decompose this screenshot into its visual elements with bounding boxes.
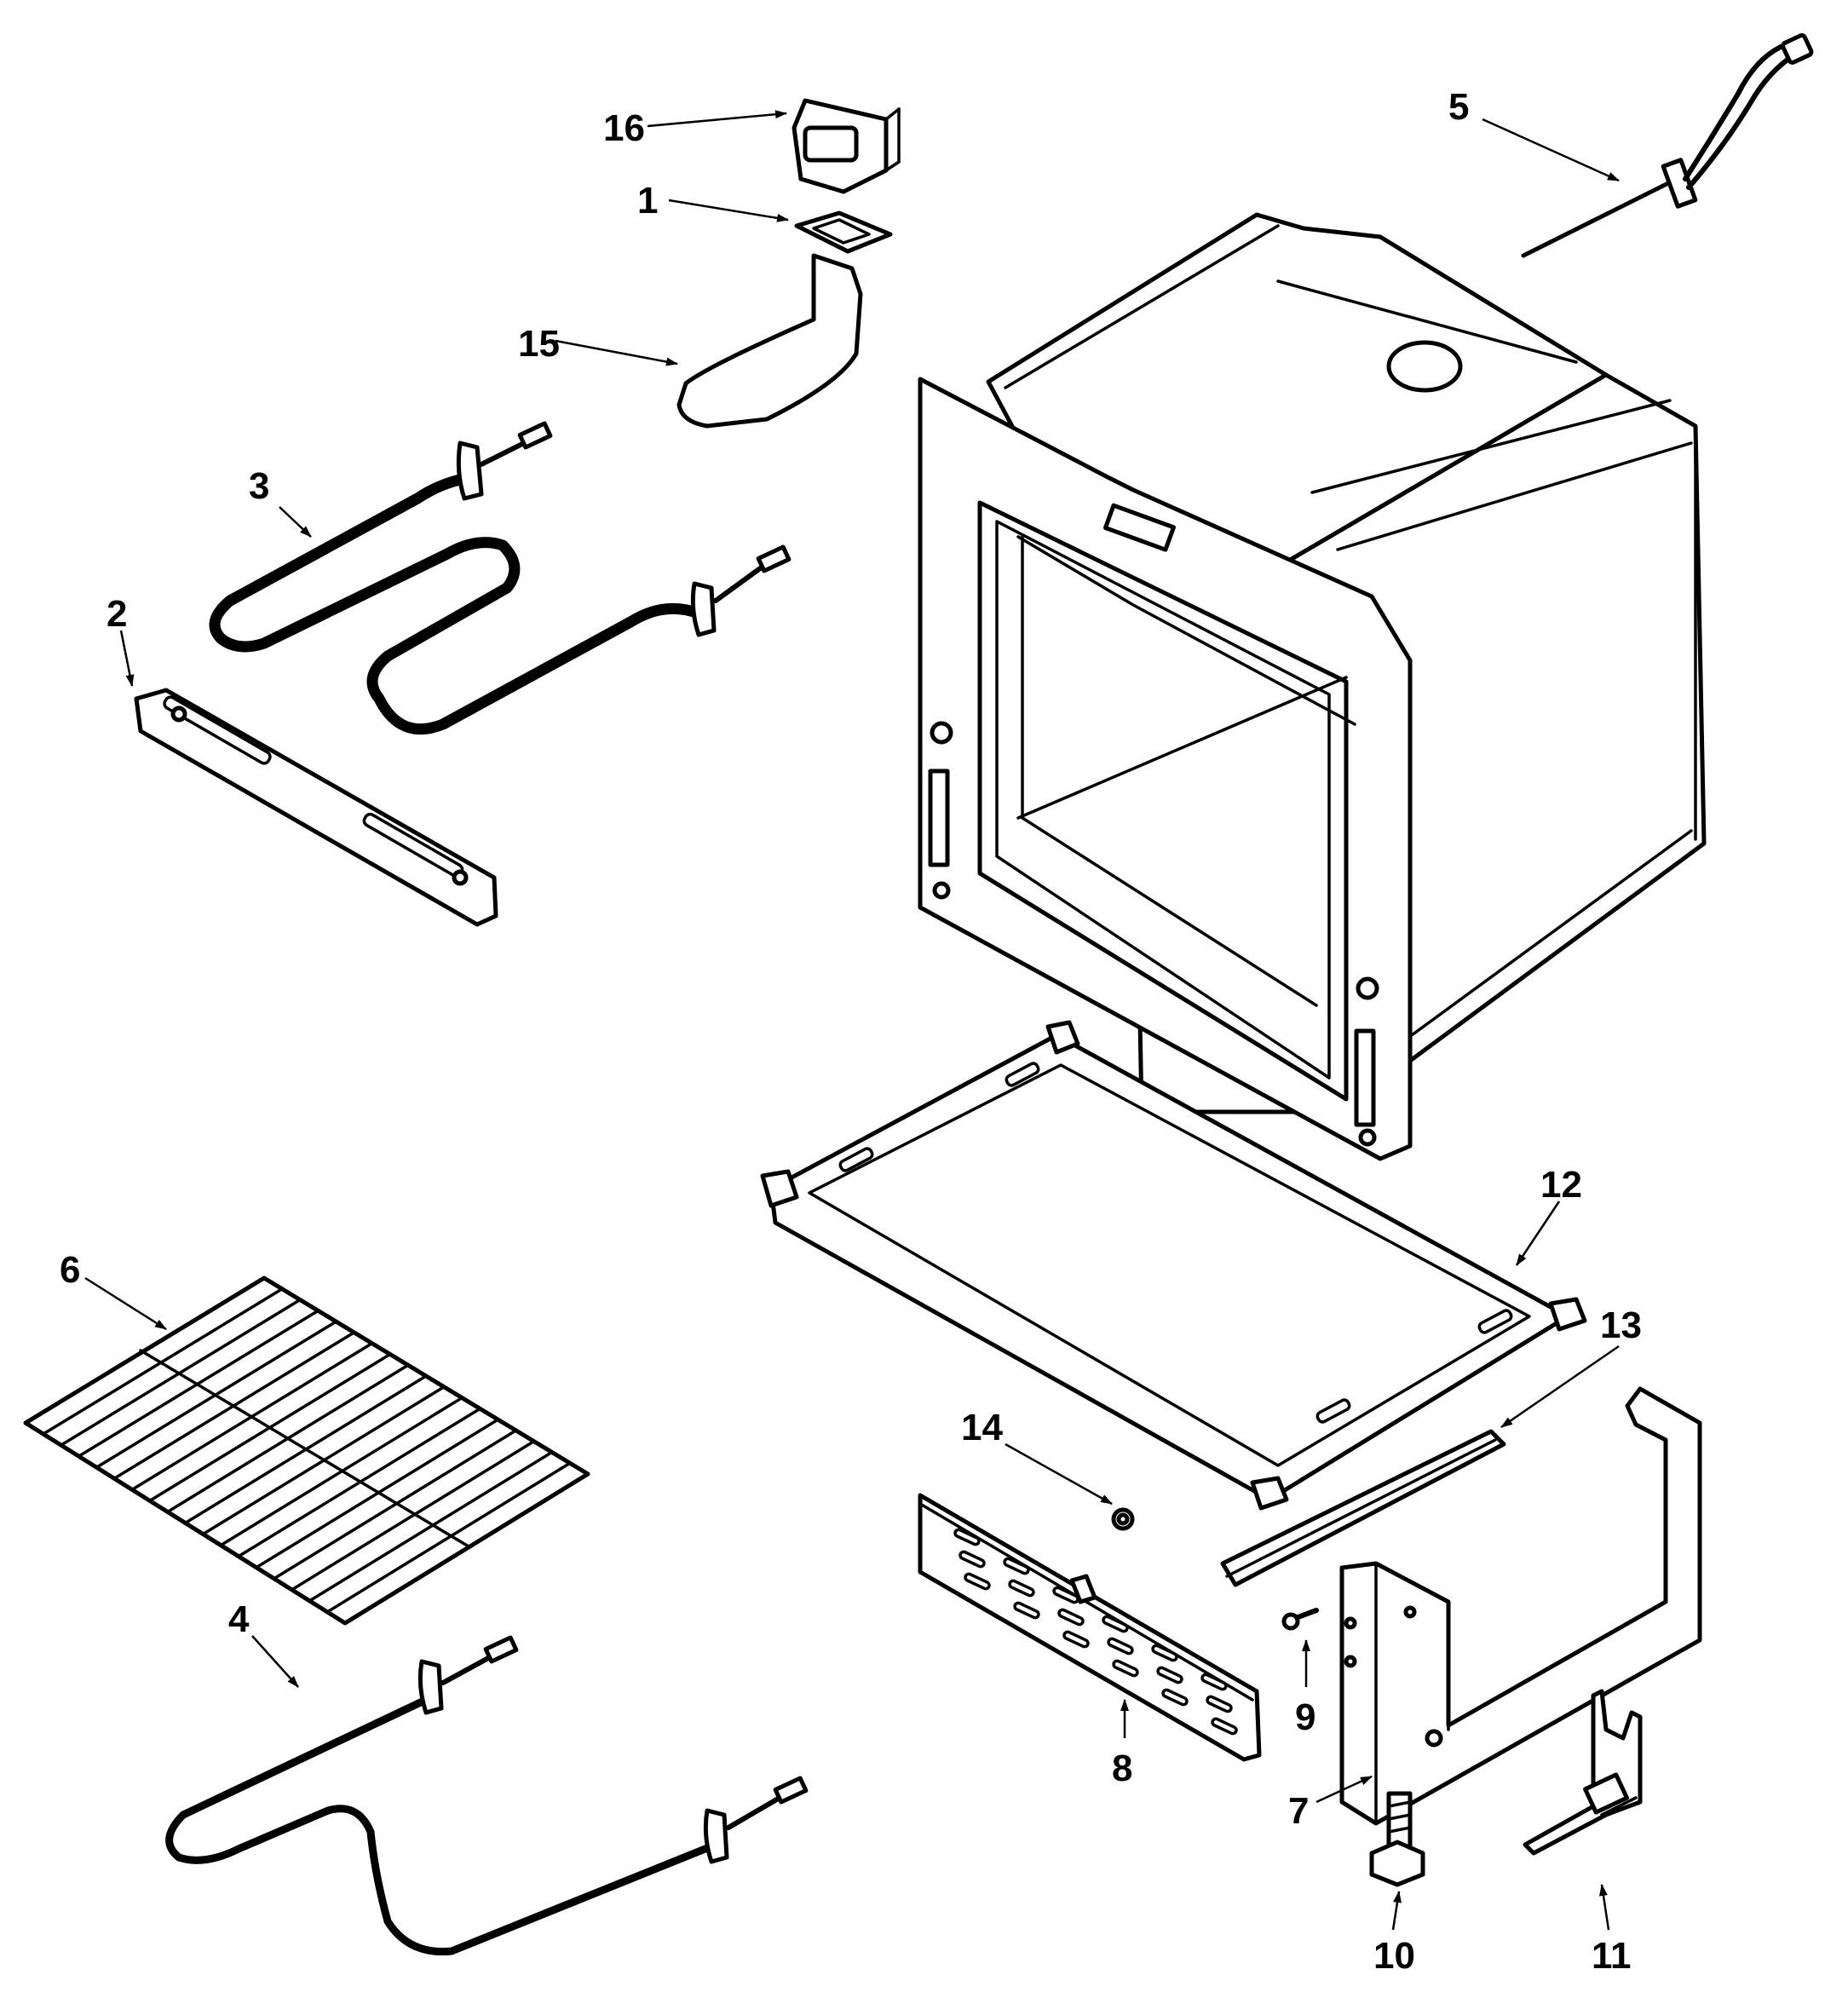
rack-wire (290, 1439, 536, 1592)
callout-10: 10 (1373, 1935, 1415, 1977)
panel-slot (964, 1572, 991, 1591)
part-11-bracket (1523, 1689, 1643, 1856)
panel-slot (1062, 1630, 1090, 1649)
callout-8: 8 (1112, 1748, 1132, 1789)
panel-slot (1052, 1586, 1079, 1604)
part-6-oven-rack (23, 1275, 590, 1626)
part-8-panel (918, 1493, 1262, 1762)
callout-6: 6 (60, 1249, 80, 1291)
callout-4: 4 (228, 1598, 250, 1640)
part-3-broil-element (209, 421, 792, 735)
part-5-sensor (1521, 33, 1814, 258)
callout-3: 3 (249, 465, 269, 507)
callout-labels: 16 1 15 3 2 5 6 4 12 13 14 8 9 7 10 11 (60, 86, 1642, 1977)
panel-slot (1151, 1644, 1178, 1662)
callout-7: 7 (1288, 1790, 1309, 1832)
rack-wire (42, 1287, 284, 1436)
panel-slot (1003, 1557, 1030, 1575)
panel-slot (1013, 1601, 1040, 1620)
rack-wire (255, 1418, 500, 1569)
callout-5: 5 (1448, 86, 1469, 128)
panel-slot (1102, 1615, 1129, 1633)
panel-slot (953, 1528, 981, 1546)
panel-slot (1057, 1608, 1085, 1627)
part-9-screw (1281, 1608, 1319, 1631)
oven-cavity (918, 212, 1707, 1161)
part-13-rail (1220, 1429, 1506, 1587)
leader-lines (84, 110, 1620, 1931)
part-14-clip (1111, 1507, 1135, 1531)
callout-13: 13 (1600, 1304, 1642, 1346)
panel-slot (1200, 1673, 1228, 1691)
part-15-duct (676, 253, 863, 429)
panel-slot (1156, 1666, 1183, 1684)
rack-wire (308, 1450, 554, 1603)
panel-slot (1161, 1688, 1189, 1707)
callout-14: 14 (961, 1407, 1003, 1448)
panel-slot (1008, 1579, 1035, 1598)
part-1-gasket (794, 210, 893, 254)
part-16-bracket (792, 98, 901, 194)
callout-16: 16 (603, 107, 645, 149)
part-10-leg (1369, 1791, 1425, 1887)
part-12-pan (760, 1020, 1587, 1511)
panel-slot (1112, 1659, 1139, 1678)
part-4-bake-element (165, 1635, 809, 1956)
panel-slot (1107, 1637, 1134, 1655)
panel-slot (959, 1550, 986, 1569)
part-7-frame (1339, 1386, 1702, 1826)
callout-1: 1 (637, 180, 658, 222)
callout-15: 15 (518, 323, 560, 365)
part-2-bracket (134, 688, 498, 927)
callout-9: 9 (1295, 1696, 1315, 1738)
callout-11: 11 (1592, 1935, 1632, 1977)
rack-wire (325, 1461, 572, 1614)
callout-12: 12 (1540, 1164, 1582, 1206)
panel-slot (1206, 1695, 1233, 1713)
panel-slot (1211, 1717, 1238, 1736)
rack-wire (272, 1429, 518, 1581)
callout-2: 2 (107, 593, 127, 635)
rack-wire (59, 1298, 302, 1447)
